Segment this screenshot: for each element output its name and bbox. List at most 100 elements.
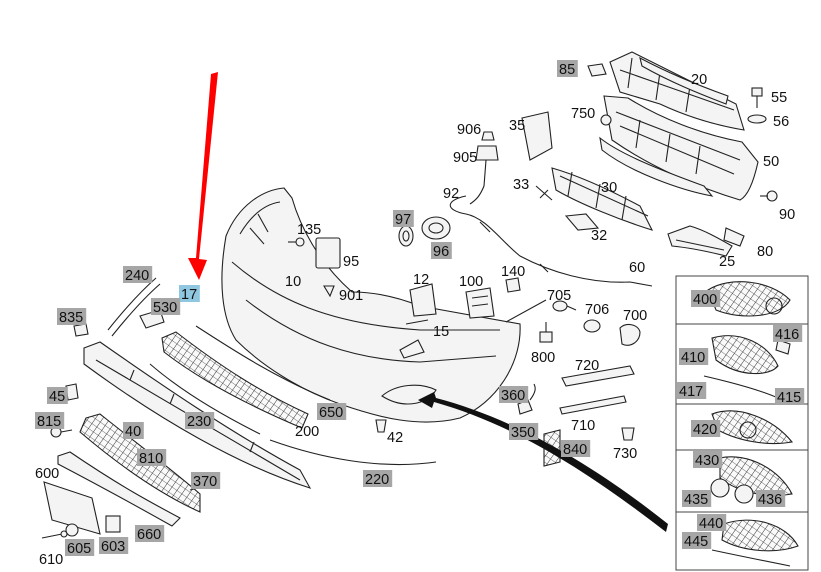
- label-text: 905: [453, 150, 477, 166]
- bracket-100: [465, 287, 495, 319]
- label-text: 97: [395, 212, 411, 228]
- part-label-10: 10: [285, 274, 301, 290]
- trim-660: [57, 451, 181, 527]
- label-text: 436: [758, 492, 782, 508]
- bumper-carrier-upper: [609, 51, 745, 131]
- label-text: 815: [37, 414, 61, 430]
- part-label-17: 17: [179, 285, 200, 303]
- part-label-603: 603: [99, 537, 129, 555]
- part-label-25: 25: [719, 254, 735, 270]
- label-text: 100: [459, 274, 483, 290]
- label-text: 603: [101, 539, 125, 555]
- part-label-440: 440: [697, 514, 727, 532]
- screw-610: [41, 530, 68, 539]
- label-text: 416: [775, 327, 799, 343]
- part-label-45: 45: [47, 387, 68, 405]
- label-box: [123, 422, 144, 439]
- label-box: [47, 387, 68, 404]
- label-box: [691, 290, 721, 307]
- label-text: 370: [193, 474, 217, 490]
- part-label-810: 810: [137, 449, 167, 467]
- label-box: [65, 539, 95, 556]
- label-text: 430: [695, 453, 719, 469]
- part-label-730: 730: [613, 446, 637, 462]
- energy-absorber: [521, 111, 714, 231]
- label-text: 30: [601, 180, 617, 196]
- part-label-55: 55: [771, 90, 787, 106]
- red-arrow: [188, 72, 218, 280]
- part-label-530: 530: [151, 298, 181, 316]
- part-label-430: 430: [693, 451, 723, 469]
- label-box: [393, 210, 414, 227]
- part-label-901: 901: [339, 288, 363, 304]
- part-label-230: 230: [185, 412, 215, 430]
- label-box: [123, 266, 153, 283]
- label-text: 10: [285, 274, 301, 290]
- part-label-445: 445: [682, 532, 712, 550]
- label-box: [773, 325, 803, 342]
- part-label-80: 80: [757, 244, 773, 260]
- part-label-60: 60: [629, 260, 645, 276]
- screw-815: [50, 426, 73, 438]
- part-label-95: 95: [343, 254, 359, 270]
- part-label-815: 815: [35, 412, 65, 430]
- part-label-750: 750: [571, 106, 595, 122]
- nut-603: [105, 515, 121, 533]
- label-box: [697, 514, 727, 531]
- label-text: 92: [443, 186, 459, 202]
- label-text: 96: [433, 244, 449, 260]
- label-text: 906: [457, 122, 481, 138]
- parking-sensor-96: [421, 216, 451, 240]
- part-label-32: 32: [591, 228, 607, 244]
- label-box: [363, 470, 393, 487]
- label-box: [99, 537, 129, 554]
- wiring-harness: [449, 195, 653, 287]
- label-text: 240: [125, 268, 149, 284]
- label-text: 706: [585, 302, 609, 318]
- label-text: 55: [771, 90, 787, 106]
- bolt-135: [288, 237, 305, 247]
- label-box: [691, 420, 721, 437]
- part-label-360: 360: [499, 386, 529, 404]
- washer-56: [747, 114, 767, 124]
- label-text: 95: [343, 254, 359, 270]
- label-box: [185, 412, 215, 429]
- part-label-370: 370: [191, 472, 221, 490]
- part-label-30: 30: [601, 180, 617, 196]
- side-bracket: [667, 225, 745, 257]
- part-label-436: 436: [756, 490, 786, 508]
- part-label-56: 56: [773, 114, 789, 130]
- label-box: [679, 348, 709, 365]
- part-label-15: 15: [433, 324, 449, 340]
- part-label-600: 600: [35, 466, 59, 482]
- part-label-410: 410: [679, 348, 709, 366]
- part-label-420: 420: [691, 420, 721, 438]
- label-text: 650: [319, 405, 343, 421]
- rail-710: [559, 395, 627, 415]
- rail-720: [561, 365, 635, 387]
- part-label-706: 706: [585, 302, 609, 318]
- clip-42: [375, 419, 387, 433]
- part-label-610: 610: [39, 552, 63, 568]
- part-label-135: 135: [297, 222, 321, 238]
- clip-750: [600, 114, 612, 126]
- label-box: [682, 532, 712, 549]
- label-text: 33: [513, 177, 529, 193]
- part-label-905: 905: [453, 150, 477, 166]
- label-text: 445: [684, 534, 708, 550]
- label-text: 200: [295, 424, 319, 440]
- label-box: [191, 472, 221, 489]
- part-label-660: 660: [135, 525, 165, 543]
- part-label-400: 400: [691, 290, 721, 308]
- label-text: 135: [297, 222, 321, 238]
- part-label-35: 35: [509, 118, 525, 134]
- label-text: 810: [139, 451, 163, 467]
- label-box: [756, 490, 786, 507]
- label-box: [135, 525, 165, 542]
- connector-140: [505, 277, 521, 293]
- part-label-435: 435: [682, 490, 712, 508]
- label-text: 750: [571, 106, 595, 122]
- part-label-42: 42: [387, 430, 403, 446]
- label-box: [431, 242, 452, 259]
